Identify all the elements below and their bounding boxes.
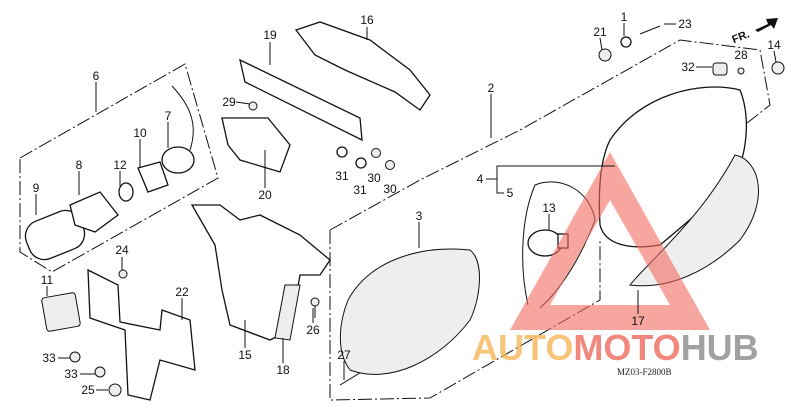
callout: 26 [306,323,320,337]
callout: 31 [353,183,367,197]
fender-15 [190,204,331,341]
callout: 1 [621,10,628,24]
callout: 8 [76,158,83,172]
svg-text:AUTOMOTOHUB: AUTOMOTOHUB [472,327,759,368]
leader-lines [35,23,777,391]
callout: 23 [678,17,692,31]
callout: 28 [734,48,748,62]
group-2-outline [329,230,601,401]
seal-5 [522,181,596,309]
callout: 27 [337,348,351,362]
lens-3 [339,248,480,375]
bolt-23 [639,25,661,35]
callout: 3 [416,209,423,223]
callout: 11 [41,273,54,287]
callout: 33 [42,351,56,365]
callout: 19 [263,28,277,42]
watermark-logo [510,152,710,330]
callout: 33 [64,367,78,381]
direction-label: FR. [730,28,751,46]
callout: 18 [276,363,290,377]
nuts-30-31 [336,146,395,170]
grommet-21 [598,48,612,62]
housing-8 [69,191,119,233]
callout: 12 [113,158,127,172]
screw-28 [737,67,745,75]
clamp-32 [712,62,728,76]
callout: 21 [593,25,607,39]
callout: 29 [222,95,236,109]
callout: 24 [115,243,129,257]
plate-11 [41,292,81,332]
reflector-18 [274,284,301,341]
callout: 9 [33,181,40,195]
arrow-right-icon [755,18,778,32]
diagram-code: MZ03-F2800B [617,367,672,377]
callout: 4 [477,172,484,186]
watermark-text: AUTOMOTOHUB [472,327,759,368]
callout: 13 [542,201,556,215]
callout: 32 [681,60,695,74]
callout: 6 [93,69,100,83]
cover-16 [294,21,431,111]
bracket-20 [221,117,291,173]
socket-7 [161,85,195,174]
callout: 25 [81,383,95,397]
callout: 14 [767,38,781,52]
callout: 30 [383,182,397,196]
callout: 16 [360,13,374,27]
holder-19 [239,58,363,142]
callout: 5 [507,186,514,200]
callout: 15 [238,348,252,362]
bracket-22 [87,268,196,401]
collar-1 [620,36,632,48]
callout: 2 [488,81,495,95]
callout: 20 [258,188,272,202]
group-2-outline-top [329,39,771,231]
callout: 30 [367,171,381,185]
grommet-14 [771,61,785,75]
callout: 22 [175,285,189,299]
callout: 17 [631,314,645,328]
group-6-outline [19,63,219,273]
bulb-12 [118,182,134,202]
callout-labels: 16 19 6 7 10 12 8 9 29 20 31 31 30 30 24… [33,10,781,397]
gasket-10 [137,161,169,193]
callout: 7 [165,109,172,123]
fasteners [69,101,369,397]
callout: 10 [133,126,147,140]
callout: 31 [335,169,349,183]
